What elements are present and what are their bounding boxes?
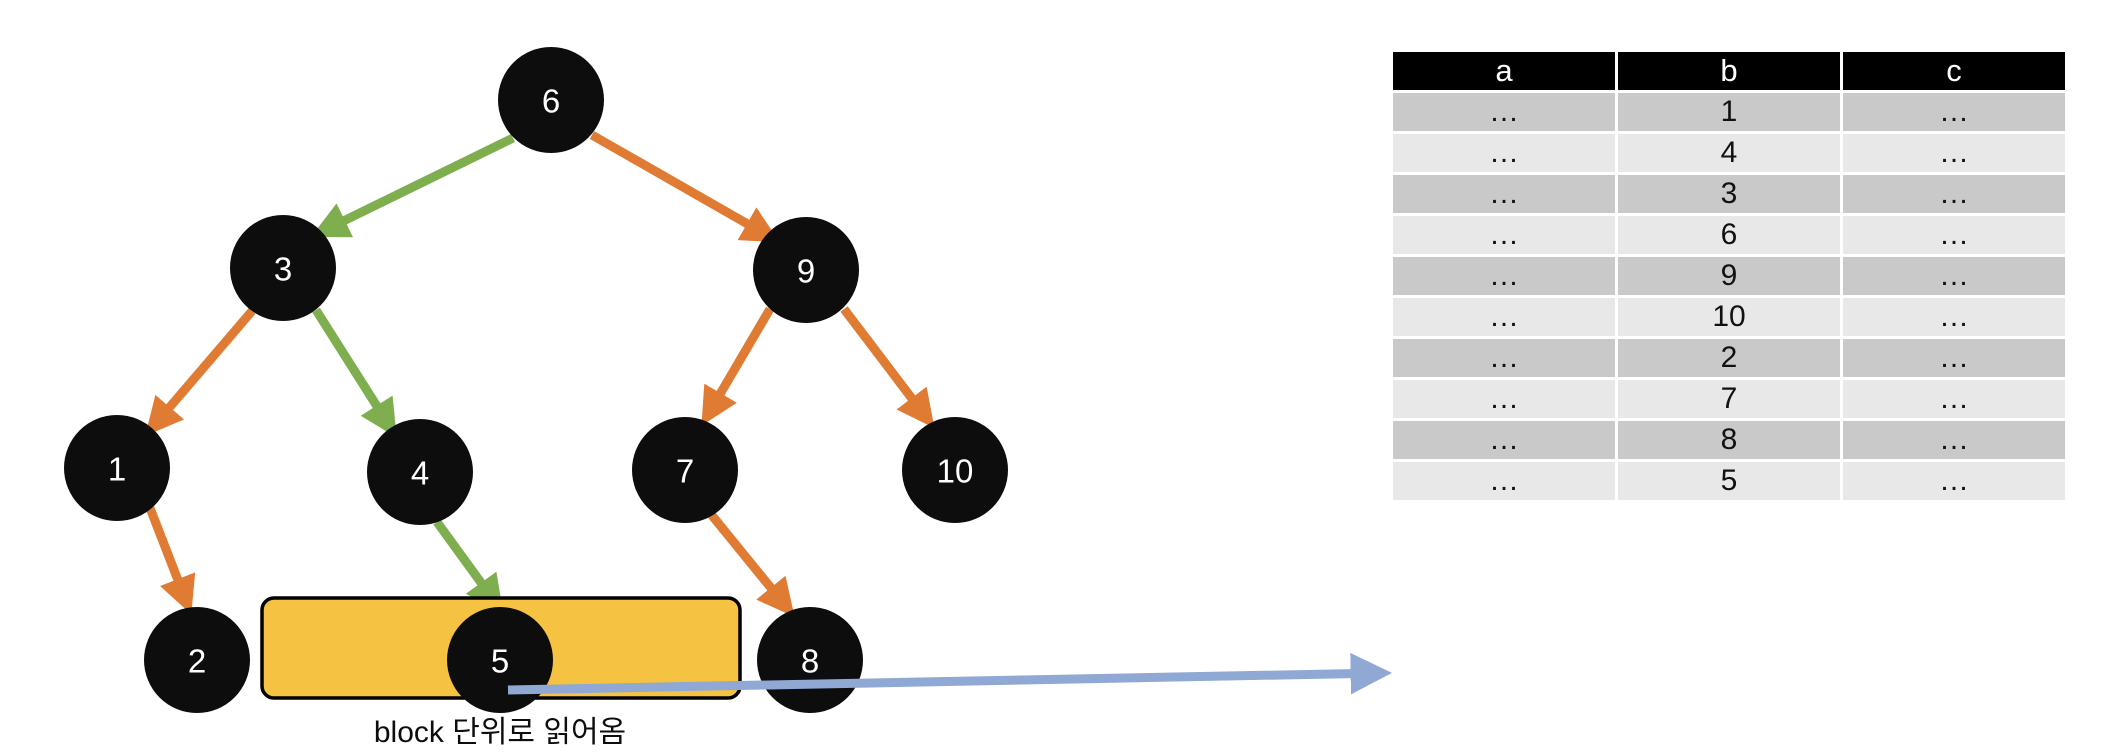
table-cell-b: 8 <box>1618 421 1840 459</box>
table-cell-b: 9 <box>1618 257 1840 295</box>
table-row: …10… <box>1393 298 2065 336</box>
table-cell-b: 5 <box>1618 462 1840 500</box>
tree-edge-3-to-4 <box>312 307 397 438</box>
block-caption: block 단위로 읽어옴 <box>374 716 626 749</box>
tree-node-label-1: 1 <box>108 451 126 488</box>
tree-node-circle-3 <box>230 215 336 321</box>
tree-node-5[interactable]: 5 <box>447 607 553 713</box>
table-row: …9… <box>1393 257 2065 295</box>
table-cell-b: 3 <box>1618 175 1840 213</box>
tree-node-label-8: 8 <box>801 643 819 680</box>
table-cell-c: … <box>1843 134 2065 172</box>
table-header: a b c <box>1393 52 2065 90</box>
table-row: …8… <box>1393 421 2065 459</box>
tree-node-1[interactable]: 1 <box>64 415 170 521</box>
tree-edge-6-to-9 <box>589 131 780 243</box>
table-cell-a: … <box>1393 339 1615 377</box>
table-header-row: a b c <box>1393 52 2065 90</box>
table-row: …2… <box>1393 339 2065 377</box>
table-row: …1… <box>1393 93 2065 131</box>
tree-node-label-7: 7 <box>676 453 694 490</box>
table-cell-a: … <box>1393 462 1615 500</box>
table-cell-a: … <box>1393 380 1615 418</box>
table-cell-c: … <box>1843 216 2065 254</box>
table-cell-b: 10 <box>1618 298 1840 336</box>
table-cell-b: 7 <box>1618 380 1840 418</box>
table-column-header-c: c <box>1843 52 2065 90</box>
tree-node-label-5: 5 <box>491 643 509 680</box>
tree-edge-layer <box>145 131 935 617</box>
table-column-header-a: a <box>1393 52 1615 90</box>
records-table: a b c …1……4……3……6……9……10……2……7……8……5… <box>1390 49 2068 503</box>
table-cell-b: 4 <box>1618 134 1840 172</box>
tree-node-label-9: 9 <box>797 253 815 290</box>
tree-edge-9-to-7 <box>701 306 774 426</box>
tree-node-label-10: 10 <box>937 453 974 490</box>
tree-node-label-4: 4 <box>411 455 429 492</box>
table-cell-c: … <box>1843 462 2065 500</box>
tree-edge-3-to-1 <box>145 308 256 436</box>
table-cell-b: 2 <box>1618 339 1840 377</box>
table-cell-c: … <box>1843 175 2065 213</box>
table-cell-a: … <box>1393 175 1615 213</box>
tree-edge-4-to-5 <box>433 519 504 614</box>
tree-node-circle-1 <box>64 415 170 521</box>
table-cell-c: … <box>1843 298 2065 336</box>
table-row: …4… <box>1393 134 2065 172</box>
tree-node-4[interactable]: 4 <box>367 419 473 525</box>
tree-node-7[interactable]: 7 <box>632 417 738 523</box>
tree-edge-6-to-3 <box>310 133 515 238</box>
tree-node-circle-2 <box>144 607 250 713</box>
table-cell-c: … <box>1843 257 2065 295</box>
table-row: …6… <box>1393 216 2065 254</box>
tree-node-circle-9 <box>753 217 859 323</box>
tree-edge-7-to-8 <box>706 510 795 617</box>
table-cell-a: … <box>1393 298 1615 336</box>
tree-node-circle-10 <box>902 417 1008 523</box>
table-cell-b: 6 <box>1618 216 1840 254</box>
table-cell-a: … <box>1393 216 1615 254</box>
table-cell-c: … <box>1843 380 2065 418</box>
table-row: …7… <box>1393 380 2065 418</box>
table-column-header-b: b <box>1618 52 1840 90</box>
table-cell-a: … <box>1393 421 1615 459</box>
tree-node-circle-6 <box>498 47 604 153</box>
tree-edge-1-to-2 <box>145 506 196 615</box>
tree-node-6[interactable]: 6 <box>498 47 604 153</box>
table-cell-b: 1 <box>1618 93 1840 131</box>
table-body: …1……4……3……6……9……10……2……7……8……5… <box>1393 93 2065 500</box>
tree-node-3[interactable]: 3 <box>230 215 336 321</box>
tree-edge-9-to-10 <box>840 306 935 429</box>
table-cell-c: … <box>1843 421 2065 459</box>
tree-node-label-2: 2 <box>188 643 206 680</box>
table-cell-c: … <box>1843 339 2065 377</box>
table-cell-a: … <box>1393 257 1615 295</box>
tree-node-2[interactable]: 2 <box>144 607 250 713</box>
table-cell-a: … <box>1393 134 1615 172</box>
tree-node-10[interactable]: 10 <box>902 417 1008 523</box>
tree-node-label-6: 6 <box>542 83 560 120</box>
tree-node-label-3: 3 <box>274 251 292 288</box>
table-cell-a: … <box>1393 93 1615 131</box>
tree-node-circle-4 <box>367 419 473 525</box>
tree-node-9[interactable]: 9 <box>753 217 859 323</box>
tree-node-8[interactable]: 8 <box>757 607 863 713</box>
table-cell-c: … <box>1843 93 2065 131</box>
table-row: …3… <box>1393 175 2065 213</box>
table-row: …5… <box>1393 462 2065 500</box>
block-to-table-pointer-arrow <box>507 652 1392 695</box>
tree-node-circle-7 <box>632 417 738 523</box>
